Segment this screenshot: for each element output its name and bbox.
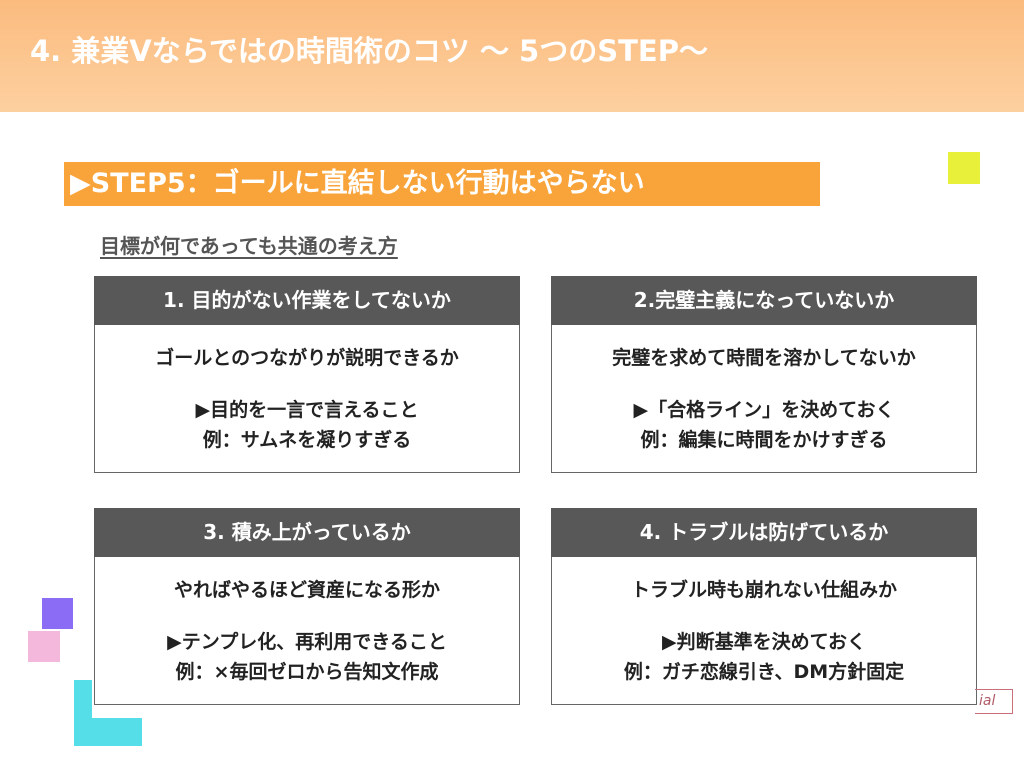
card-header: 3. 積み上がっているか (94, 508, 520, 557)
purple-square-decoration (42, 598, 73, 629)
slide-header: 4. 兼業Vならではの時間術のコツ ～ 5つのSTEP～ (0, 0, 1024, 112)
card-action: ▶判断基準を決めておく (661, 631, 867, 653)
corner-label: ial (975, 689, 1013, 714)
card-action: ▶「合格ライン」を決めておく (633, 399, 895, 421)
card-action: ▶目的を一言で言えること (195, 399, 419, 421)
card-example: 例：編集に時間をかけすぎる (640, 429, 888, 451)
card-body: 完璧を求めて時間を溶かしてないか ▶「合格ライン」を決めておく 例：編集に時間を… (551, 325, 977, 473)
subtitle: 目標が何であっても共通の考え方 (100, 234, 398, 258)
card-question: 完璧を求めて時間を溶かしてないか (612, 347, 916, 369)
card-question: トラブル時も崩れない仕組みか (630, 579, 897, 601)
card-2: 2.完璧主義になっていないか 完璧を求めて時間を溶かしてないか ▶「合格ライン」… (551, 276, 977, 473)
card-example: 例：ガチ恋線引き、DM方針固定 (623, 661, 905, 683)
card-example: 例：×毎回ゼロから告知文作成 (175, 661, 439, 683)
slide-title: 4. 兼業Vならではの時間術のコツ ～ 5つのSTEP～ (30, 34, 708, 68)
card-example: 例：サムネを凝りすぎる (202, 429, 412, 451)
card-3: 3. 積み上がっているか やればやるほど資産になる形か ▶テンプレ化、再利用でき… (94, 508, 520, 705)
card-4: 4. トラブルは防げているか トラブル時も崩れない仕組みか ▶判断基準を決めてお… (551, 508, 977, 705)
yellow-square-decoration (948, 152, 980, 184)
card-1: 1. 目的がない作業をしてないか ゴールとのつながりが説明できるか ▶目的を一言… (94, 276, 520, 473)
card-body: ゴールとのつながりが説明できるか ▶目的を一言で言えること 例：サムネを凝りすぎ… (94, 325, 520, 473)
card-question: やればやるほど資産になる形か (173, 579, 440, 601)
card-header: 2.完璧主義になっていないか (551, 276, 977, 325)
card-header: 4. トラブルは防げているか (551, 508, 977, 557)
pink-square-decoration (28, 631, 60, 662)
cyan-l-decoration-horizontal (74, 718, 142, 746)
step-banner: ▶STEP5：ゴールに直結しない行動はやらない (64, 162, 820, 206)
card-action: ▶テンプレ化、再利用できること (167, 631, 447, 653)
card-body: やればやるほど資産になる形か ▶テンプレ化、再利用できること 例：×毎回ゼロから… (94, 557, 520, 705)
card-question: ゴールとのつながりが説明できるか (155, 347, 459, 369)
card-header: 1. 目的がない作業をしてないか (94, 276, 520, 325)
card-body: トラブル時も崩れない仕組みか ▶判断基準を決めておく 例：ガチ恋線引き、DM方針… (551, 557, 977, 705)
